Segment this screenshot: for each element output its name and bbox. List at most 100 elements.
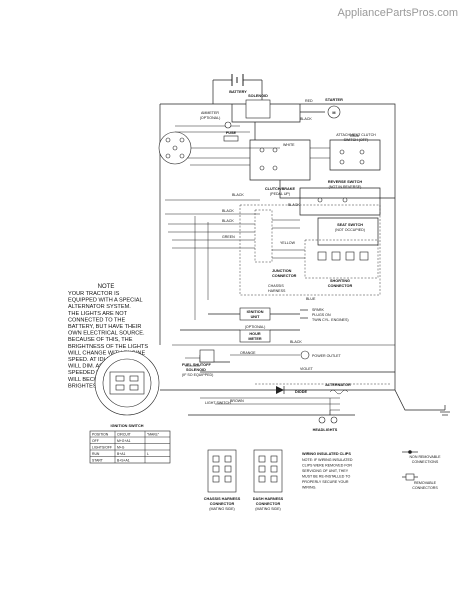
- hour-meter-label: HOUR: [249, 332, 260, 336]
- legend: NON REMOVABLE CONNECTIONS REMOVABLE CONN…: [402, 450, 441, 490]
- legend-removable-2: CONNECTORS: [412, 486, 438, 490]
- wire-label-gray: GRAY: [350, 134, 361, 138]
- wire-label-brown: BROWN: [230, 399, 244, 403]
- ignition-switch-body: [109, 371, 145, 395]
- ignition-table-cell: OFF: [92, 439, 99, 443]
- ignition-terminal-4: [129, 384, 139, 391]
- dash-connector-label-2: CONNECTOR: [256, 502, 281, 506]
- chassis-harness-label: CHASSIS: [268, 284, 284, 288]
- watermark: AppliancePartsPros.com: [338, 7, 458, 19]
- fuel-shutoff-label: FUEL SHUTOFF: [182, 363, 211, 367]
- shorting-connector-label: SHORTING: [330, 279, 350, 283]
- junction-label-2: CONNECTOR: [272, 274, 297, 278]
- note-line: BRIGHTNESS OF THE LIGHTS: [68, 344, 148, 350]
- wire-label-violet: VIOLET: [300, 367, 314, 371]
- attachment-clutch-sub: SWITCH (OFF): [344, 138, 369, 142]
- wiring-clips-note: WIRING INSULATED CLIPS NOTE: IF WIRING I…: [302, 452, 353, 490]
- dash-harness-connector: [253, 449, 283, 493]
- starter-label: STARTER: [325, 98, 343, 102]
- clutch-brake-switch: [259, 147, 278, 171]
- clutch-brake-label: CLUTCH/BRAKE: [265, 187, 296, 191]
- wires: [159, 79, 446, 416]
- diode-label: DIODE: [295, 390, 307, 394]
- ignition-table-cell: M+G+A1: [117, 439, 131, 443]
- fuel-shutoff-label-3: (IF SO EQUIPPED): [182, 373, 213, 377]
- solenoid: [245, 99, 271, 119]
- note-line: EQUIPPED WITH A SPECIAL: [68, 298, 143, 304]
- seat-switch-label: SEAT SWITCH: [337, 223, 363, 227]
- legend-non-removable: NON REMOVABLE: [409, 455, 441, 459]
- chassis-connector-label-3: (MATING SIDE): [209, 507, 235, 511]
- wire-label-orange: ORANGE: [240, 351, 256, 355]
- ammeter-optional: (OPTIONAL): [200, 116, 221, 120]
- ignition-table: [89, 430, 171, 464]
- wire-label-blue: BLUE: [306, 297, 316, 301]
- wire-label-black-3: BLACK: [288, 203, 300, 207]
- ignition-unit-label: IGNITION: [247, 310, 264, 314]
- ignition-table-header: POSITION: [92, 433, 109, 437]
- hour-meter-label-2: METER: [248, 337, 262, 341]
- note-line: YOUR TRACTOR IS: [68, 291, 120, 297]
- fuse-label: FUSE: [226, 131, 237, 135]
- clutch-brake-sub: (PEDAL UP): [270, 192, 290, 196]
- attachment-clutch-label: ATTACHMENT CLUTCH: [336, 133, 376, 137]
- non-removable-icon: [408, 450, 412, 454]
- battery-label: BATTERY: [229, 90, 247, 94]
- spark-plug-label-3: TWIN CYL. ENGINES): [312, 318, 349, 322]
- ignition-unit-label-2: UNIT: [251, 315, 261, 319]
- wiring-clips-line: SERVICING OF UNIT, THEY: [302, 469, 349, 473]
- alternator-icon: [329, 389, 349, 395]
- spark-plug-icon: [300, 309, 308, 319]
- removable-icon: [405, 473, 415, 481]
- note-line: BRIGHTEST.: [68, 383, 101, 389]
- ignition-switch-title: IGNITION SWITCH: [111, 424, 144, 428]
- note-line: WILL CHANGE WITH ENGINE: [68, 350, 145, 356]
- chassis-harness-label-2: HARNESS: [268, 289, 286, 293]
- fuse-icon: [223, 135, 239, 142]
- wiring-clips-line: PROPERLY SECURE YOUR: [302, 480, 349, 484]
- fuel-shutoff-label-2: SOLENOID: [186, 368, 206, 372]
- wiring-clips-line: MUST BE RE-INSTALLED TO: [302, 475, 350, 479]
- ammeter-icon: [224, 121, 232, 129]
- ignition-table-header: CIRCUIT: [117, 433, 131, 437]
- starter-icon: [327, 105, 341, 119]
- ground-icon: [440, 411, 450, 416]
- chassis-connector-label: CHASSIS HARNESS: [204, 497, 241, 501]
- wire-label-black-4: BLACK: [222, 209, 234, 213]
- components: BATTERY SOLENOID M STARTER AMMETER (OPTI…: [158, 74, 450, 432]
- chassis-harness-connector-pins: [212, 455, 232, 483]
- connector-details: CHASSIS HARNESS CONNECTOR (MATING SIDE) …: [204, 449, 284, 511]
- reverse-switch-label: REVERSE SWITCH: [328, 180, 362, 184]
- wire-label-red: RED: [305, 99, 313, 103]
- ignition-terminal-3: [115, 384, 125, 391]
- wire-label-yellow: YELLOW: [280, 241, 296, 245]
- dash-connector-label: DASH HARNESS: [253, 497, 284, 501]
- ignition-table-cell: M+G: [117, 446, 125, 450]
- ignition-table-cell: L: [147, 452, 149, 456]
- reverse-switch-contacts: [317, 197, 348, 203]
- headlights-label: HEADLIGHTS: [313, 428, 338, 432]
- legend-non-removable-2: CONNECTIONS: [412, 460, 439, 464]
- ignition-table-cell: RUN: [92, 452, 100, 456]
- wire-label-green: GREEN: [222, 235, 235, 239]
- chassis-connector-label-2: CONNECTOR: [210, 502, 235, 506]
- alternator-label: ALTERNATOR: [325, 383, 351, 387]
- hour-meter-optional: (OPTIONAL): [245, 325, 266, 329]
- wire-label-black-1: BLACK: [300, 117, 312, 121]
- ignition-switch-terminal-icon: [158, 131, 192, 165]
- dash-connector-label-3: (MATING SIDE): [255, 507, 281, 511]
- battery-icon: [231, 74, 244, 86]
- note-line: CONNECTED TO THE: [68, 317, 125, 323]
- starter-motor-m: M: [332, 111, 335, 115]
- wire-label-black-5: BLACK: [222, 219, 234, 223]
- shorting-connector-label-2: CONNECTOR: [328, 284, 353, 288]
- wire-label-black-6: BLACK: [290, 340, 302, 344]
- light-switch-label: LIGHT SWITCH: [205, 401, 231, 405]
- headlights-icon: [318, 416, 338, 424]
- solenoid-label: SOLENOID: [248, 94, 268, 98]
- spark-plug-label-2: PLUGS ON: [312, 313, 331, 317]
